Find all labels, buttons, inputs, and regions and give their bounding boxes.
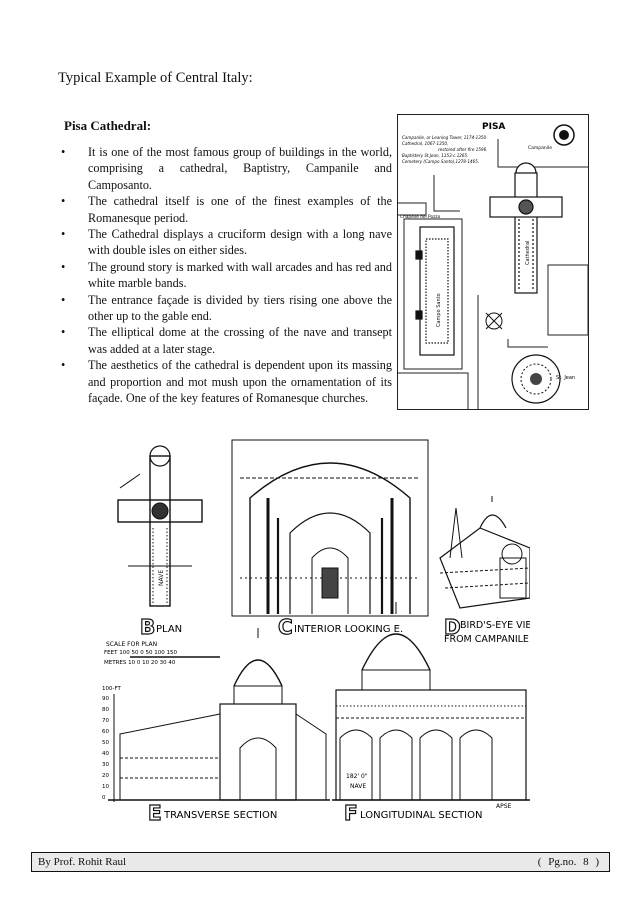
height-tick: 0 [102,795,106,801]
map-label-cathedral: Cathedral [525,241,531,265]
baptistery-plan: St. Jean [511,354,575,404]
map-legend: Campanile, or Leaning Tower, 1174-1350 C… [402,135,487,164]
bullet-symbol: • [61,325,66,340]
campo-santo-plan: Campo Santo [415,226,455,356]
bullet-text: The Cathedral displays a cruciform desig… [88,227,392,258]
footer-page-value: 8 [583,856,589,868]
bullet-item: • It is one of the most famous group of b… [58,144,392,193]
bullet-text: The aesthetics of the cathedral is depen… [88,358,392,406]
bullet-item: • The elliptical dome at the crossing of … [58,324,392,357]
plate-b-caption: B PLAN SCALE FOR PLAN FEET 100 50 0 50 1… [104,614,220,666]
bullet-item: • The Cathedral displays a cruciform desi… [58,226,392,259]
bullet-text: The entrance façade is divided by tiers … [88,292,392,324]
interior-drawing [231,439,429,617]
height-tick: 50 [102,740,109,746]
bullet-symbol: • [61,194,66,209]
height-tick: 80 [102,707,109,713]
section-apse-label: APSE [496,803,512,810]
pisa-site-map: PISA Campanile, or Leaning Tower, 1174-1… [397,114,589,410]
plate-letter-f: F [344,801,358,823]
height-tick: 40 [102,751,109,757]
plate-letter-b: B [140,615,155,639]
height-tick: 90 [102,696,109,702]
cathedral-plan: Cathedral [489,162,563,294]
bullet-item: • The aesthetics of the cathedral is depe… [58,357,392,406]
bullet-symbol: • [61,358,66,373]
map-label-campanile: Campanile [528,145,552,151]
plate-letter-e: E [148,801,162,823]
bullet-text: The ground story is marked with wall arc… [88,259,392,291]
bullet-text: The elliptical dome at the crossing of t… [88,325,392,356]
bullet-text: It is one of the most famous group of bu… [88,145,392,192]
map-legend-line: Cathedral, 1067-1350, [402,141,448,146]
compass-icon [485,312,503,330]
height-unit: 100-FT [102,686,122,692]
section-nave-label: NAVE [350,783,366,790]
architectural-plates: NAVE B PLAN SCALE FOR PLAN FEET 100 50 0… [102,439,530,823]
page-heading: Typical Example of Central Italy: [58,70,253,86]
page-footer: By Prof. Rohit Raul ( Pg.no. 8 ) [31,852,610,872]
height-tick: 10 [102,784,109,790]
plan-drawing: NAVE [117,445,203,607]
plate-f-caption: 182' 0" NAVE APSE F LONGITUDINAL SECTION [343,773,512,823]
height-tick: 20 [102,773,109,779]
height-scale: 100-FT 90 80 70 60 50 40 30 20 10 0 [102,686,122,802]
plate-caption-b: PLAN [156,624,182,635]
longitudinal-section-drawing [332,602,530,801]
map-title: PISA [482,122,505,132]
height-tick: 30 [102,762,109,768]
scale-feet: FEET 100 50 0 50 100 150 [104,650,177,656]
bullet-text: The cathedral itself is one of the fines… [88,194,392,225]
map-boundaries [398,139,588,409]
bullet-symbol: • [61,292,66,307]
plate-letter-d: D [444,615,461,639]
map-legend-line: Campanile, or Leaning Tower, 1174-1350 [402,135,486,140]
bullet-item: • The entrance façade is divided by tiers… [58,292,392,325]
plate-caption-f: LONGITUDINAL SECTION [360,810,482,821]
footer-close-paren: ) [595,856,599,868]
plate-caption-d-line1: BIRD'S-EYE VIEW [460,620,530,631]
birds-eye-drawing [439,496,530,609]
map-legend-line: Cemetery (Campo Santo),1278-1465. [402,159,479,164]
plate-e-caption: E TRANSVERSE SECTION [147,800,277,823]
plate-caption-c: INTERIOR LOOKING E. [294,624,403,635]
height-tick: 70 [102,718,109,724]
footer-author: By Prof. Rohit Raul [38,856,127,868]
section-nave-width: 182' 0" [346,773,368,780]
scale-metres: METRES 10 0 10 20 30 40 [104,660,176,666]
map-label-campo-santo: Campo Santo [436,293,442,327]
map-legend-line: Baptistery St.Jean, 1153-c.1265. [402,153,468,158]
plate-caption-d-line2: FROM CAMPANILE [444,634,529,645]
plate-letter-c: C [278,615,293,639]
footer-page-number: ( Pg.no. 8 ) [536,853,601,871]
plate-d-caption: D BIRD'S-EYE VIEW FROM CAMPANILE [443,614,530,645]
bullet-list: • It is one of the most famous group of b… [58,144,392,407]
transverse-section-drawing [108,628,330,801]
campanile-tower: Campanile [528,124,575,151]
height-tick: 60 [102,729,109,735]
bullet-item: • The ground story is marked with wall ar… [58,259,392,292]
map-label-st-jean: St. Jean [556,375,575,381]
footer-page-label: Pg.no. [548,856,577,868]
bullet-symbol: • [61,259,66,274]
plate-caption-e: TRANSVERSE SECTION [163,810,277,821]
plate-c-caption: C INTERIOR LOOKING E. [277,614,403,639]
scale-title: SCALE FOR PLAN [106,641,157,648]
bullet-symbol: • [61,227,66,242]
section-title: Pisa Cathedral: [64,118,152,133]
plan-nave-label: NAVE [158,570,165,586]
map-label-chapelle: Chapelle del Pozzo [400,214,441,220]
footer-open-paren: ( [537,856,542,868]
bullet-item: • The cathedral itself is one of the fine… [58,193,392,226]
map-legend-line: restored after fire 1596. [438,147,487,152]
bullet-symbol: • [61,145,66,159]
